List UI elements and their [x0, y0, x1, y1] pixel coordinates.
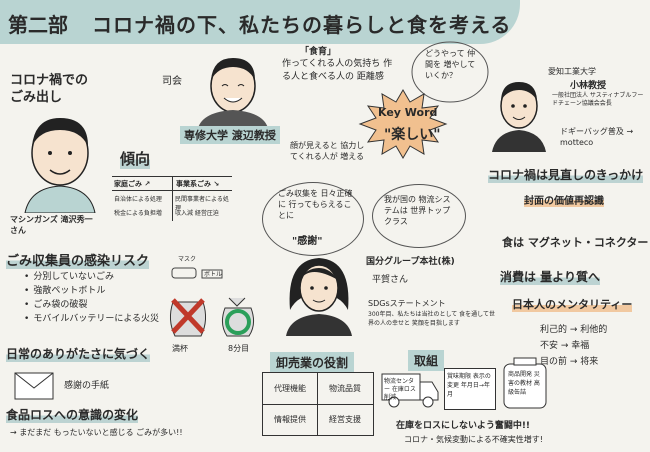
shokuiku-text: 作ってくれる人の気持ち 作る人と食べる人の 距離感	[282, 59, 393, 82]
moderator-name: 専修大学 渡辺教授	[180, 126, 280, 144]
topic-garbage: コロナ禍での ごみ出し	[10, 73, 89, 105]
trust-text: ごみ収集を 日々正確に 行ってもらえることに	[278, 189, 353, 220]
keyword-phrase: "楽しい"	[384, 127, 441, 143]
table-header-business: 事業系ごみ ↘	[176, 180, 220, 188]
bottle-icon	[171, 267, 223, 279]
faces-text: 顔が見えると 協力してくれる人が 増える	[290, 141, 365, 161]
envelope-icon	[14, 372, 54, 400]
table-cell: 収入減 経営圧迫	[175, 210, 219, 217]
table-cell: 税金による負担増	[114, 210, 162, 217]
opportunity-text: コロナ禍は見直しのきっかけ	[488, 166, 644, 183]
company-name: 国分グループ本社(株)	[366, 257, 455, 267]
grid-cell: 物流品質	[329, 384, 361, 393]
takizawa-portrait	[24, 118, 96, 213]
consume-text: 消費は 量より質へ	[500, 268, 600, 285]
reaffirm-text: 封面の価値再認識	[524, 192, 604, 207]
trust-bubble	[262, 182, 364, 256]
sdgs-text: 300年目、私たちは当社のとして 食を通して世界の人の幸せと 笑顔を目指します	[368, 311, 496, 327]
loss-text: → まだまだ もったいないと感じる ごみが多い!!	[10, 428, 183, 437]
wholesale-title: 卸売業の役割	[270, 352, 355, 373]
shift-item: 利己的 → 利他的	[540, 325, 608, 335]
action-item: 物流センター 在庫ロス削減	[384, 378, 416, 401]
wholesale-grid: 代理機能 物流品質 情報提供 経営支援	[262, 372, 374, 436]
action-item: 賞味期限 表示の変更 年月日→年月	[447, 373, 491, 398]
bottle-label: マスク	[178, 256, 197, 263]
shift-item: 目の前 → 将来	[540, 357, 599, 367]
trend-title: 傾向	[120, 148, 151, 169]
list-item: 強散ペットボトル	[24, 284, 174, 298]
loss-title: 食品ロスへの意識の変化	[6, 406, 139, 423]
risk-list: 分別していないごみ 強散ペットボトル ごみ袋の破裂 モバイルバッテリーによる火災	[24, 270, 174, 326]
eighty-label: 8分目	[228, 344, 250, 353]
stock-text: 在庫をロスにしないよう奮闘中!!	[396, 421, 531, 431]
logistics-bubble	[372, 184, 466, 248]
prof-name: 小林教授	[570, 81, 607, 91]
list-item: モバイルバッテリーによる火災	[24, 312, 174, 326]
table-cell: 民間事業者による処理	[175, 196, 229, 212]
can-icon	[503, 357, 547, 409]
risk-title: ごみ収集員の感染リスク	[6, 250, 150, 269]
grid-cell: 情報提供	[274, 415, 306, 424]
grid-cell: 代理機能	[274, 384, 306, 393]
doggy-bag-link: ドギーバッグ普及 → motteco	[560, 127, 634, 147]
full-label: 満杯	[172, 344, 188, 353]
company-person: 平賀さん	[372, 275, 409, 285]
stock-sub: コロナ・気候変動による不確実性増す!	[404, 435, 543, 444]
list-item: 分別していないごみ	[24, 270, 174, 284]
garbage-bag-ok-icon	[221, 297, 255, 337]
keyword-title: Key Word	[378, 106, 438, 119]
trend-table: 家庭ごみ ↗ 事業系ごみ ↘ 自治体による処理 民間事業者による処理 税金による…	[112, 176, 232, 225]
sdgs-title: SDGsステートメント	[368, 299, 446, 308]
page-title: コロナ禍の下、私たちの暮らしと食を考える	[92, 13, 512, 37]
shokuiku-keyword: 「食育」	[300, 47, 337, 57]
action-title: 取組	[408, 350, 445, 371]
moderator-role: 司会	[162, 76, 182, 87]
trust-emphasis: "感謝"	[292, 236, 323, 247]
letter-label: 感謝の手紙	[64, 381, 110, 391]
magnet-text: 食は マグネット・コネクター	[502, 236, 649, 249]
garbage-bag-full-icon	[169, 298, 207, 337]
logistics-text: 我が国の 物流システムは 世界トップクラス	[384, 195, 451, 226]
table-header-household: 家庭ごみ ↗	[114, 180, 151, 188]
thought-bubble	[411, 41, 489, 103]
grid-cell: 経営支援	[329, 415, 361, 424]
action-box	[444, 368, 496, 410]
table-cell: 自治体による処理	[114, 196, 162, 203]
part-label: 第二部	[8, 13, 68, 37]
daily-title: 日常のありがたさに気づく	[6, 345, 151, 362]
shift-item: 不安 → 幸福	[540, 341, 590, 351]
mentality-title: 日本人のメンタリティー	[512, 296, 633, 312]
action-item: 商品開発 災害の教材 高級缶詰	[508, 371, 540, 396]
list-item: ごみ袋の破裂	[24, 298, 174, 312]
takizawa-name: マシンガンズ 滝沢秀一さん	[10, 215, 93, 235]
hiraga-portrait	[286, 258, 352, 336]
thought-text: どうやって 仲間を 増やして いくか？	[425, 49, 476, 80]
prof-sub: 一般社団法人 サスティナブルフードチェーン協議会会長	[552, 92, 644, 107]
keyword-burst-icon	[358, 89, 448, 159]
can-label: ボトル	[204, 271, 223, 278]
moderator-portrait	[198, 58, 268, 128]
truck-icon	[381, 373, 439, 408]
professor-portrait	[492, 82, 546, 152]
prof-affil: 愛知工業大学	[548, 67, 596, 76]
header-banner	[0, 0, 520, 44]
